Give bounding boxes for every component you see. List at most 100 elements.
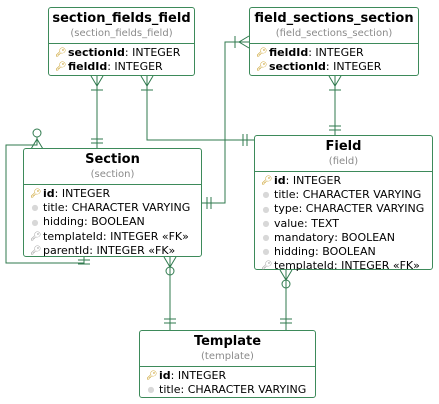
attr-name: hidding [274, 245, 316, 259]
attr-type: : INTEGER [285, 174, 342, 187]
attr-type: : INTEGER «FK» [102, 229, 189, 243]
attr-name: title [43, 201, 65, 215]
fss-crow-foot-2 [328, 75, 342, 91]
edge-section-self [5, 137, 85, 264]
dot-icon: ● [262, 190, 270, 200]
entity-header: Template (template) [140, 331, 315, 367]
attr-row: 🔑︎ fieldId : INTEGER [250, 46, 418, 60]
template-one-mark-2 [280, 318, 292, 324]
attr-row: ● title : CHARACTER VARYING [24, 201, 201, 215]
section-zero-circle [165, 266, 175, 276]
entity-section[interactable]: Section (section) 🔑︎ id : INTEGER ● titl… [23, 148, 202, 257]
attr-type: : TEXT [304, 216, 339, 230]
attr-name: fieldId [68, 60, 108, 74]
attr-type: : INTEGER [170, 369, 227, 382]
attr-type: : BOOLEAN [334, 230, 395, 244]
attr-type: : INTEGER [107, 60, 163, 74]
key-icon: 🔑︎ [30, 189, 42, 200]
attr-type: : INTEGER [325, 60, 382, 74]
entity-table-name: (template) [201, 351, 254, 362]
attr-type: : INTEGER [124, 46, 181, 59]
attr-name: templateId [43, 229, 103, 243]
attr-list: 🔑︎ id : INTEGER ● title : CHARACTER VARY… [140, 367, 315, 397]
entity-header: Field (field) [255, 136, 432, 172]
fk-key-icon: 🔑︎ [261, 261, 273, 272]
attr-name: fieldId [269, 46, 309, 59]
key-icon: 🔑︎ [256, 48, 268, 59]
dot-icon: ● [31, 217, 39, 227]
attr-name: id [274, 174, 286, 187]
attr-row: 🔑︎ id : INTEGER [140, 369, 315, 383]
dot-icon: ● [262, 232, 270, 242]
entity-table-name: (section_fields_field) [70, 28, 173, 39]
attr-name: templateId [274, 259, 334, 273]
entity-header: Section (section) [24, 149, 201, 185]
attr-name: hidding [43, 215, 85, 229]
entity-section-fields-field[interactable]: section_fields_field (section_fields_fie… [48, 7, 195, 76]
attr-name: parentId [43, 243, 90, 257]
attr-type: : CHARACTER VARYING [180, 383, 307, 397]
attr-type: : BOOLEAN [315, 245, 376, 259]
sff-crow-foot [90, 75, 104, 91]
attr-row: ● title : CHARACTER VARYING [255, 188, 432, 202]
sff-crow-foot-2 [140, 75, 154, 91]
attr-name: sectionId [269, 60, 326, 74]
dot-icon: ● [262, 247, 270, 257]
attr-row: ● hidding : BOOLEAN [24, 215, 201, 229]
dot-icon: ● [262, 204, 270, 214]
attr-row: 🔑︎ templateId : INTEGER «FK» [24, 230, 201, 244]
attr-row: ● mandatory : BOOLEAN [255, 231, 432, 245]
attr-name: title [274, 188, 296, 202]
self-one-mark [78, 259, 90, 265]
edge-fss-section [202, 41, 249, 204]
attr-name: mandatory [274, 230, 335, 244]
entity-name: field_sections_section [254, 11, 414, 26]
field-zero-circle [281, 279, 291, 289]
attr-row: 🔑︎ templateId : INTEGER «FK» [255, 259, 432, 273]
fk-key-icon: 🔑︎ [30, 231, 42, 242]
attr-row: ● hidding : BOOLEAN [255, 245, 432, 259]
fss-crow-foot [234, 35, 250, 49]
entity-table-name: (field_sections_section) [275, 28, 393, 39]
attr-name: sectionId [68, 46, 125, 59]
attr-list: 🔑︎ fieldId : INTEGER 🔑︎ sectionId : INTE… [250, 44, 418, 74]
self-crow-foot [30, 138, 44, 150]
entity-name: Template [193, 334, 262, 349]
entity-table-name: (section) [90, 169, 135, 180]
dot-icon: ● [147, 385, 155, 395]
field-one-mark-2 [329, 125, 341, 131]
attr-type: : CHARACTER VARYING [64, 201, 191, 215]
entity-field[interactable]: Field (field) 🔑︎ id : INTEGER ● title : … [254, 135, 433, 273]
key-icon: 🔑︎ [256, 62, 268, 73]
attr-row: ● type : CHARACTER VARYING [255, 202, 432, 216]
attr-type: : BOOLEAN [84, 215, 145, 229]
fk-key-icon: 🔑︎ [30, 245, 42, 256]
section-one-mark [91, 138, 103, 144]
attr-row: 🔑︎ id : INTEGER [24, 187, 201, 201]
self-zero-circle [32, 128, 42, 138]
key-icon: 🔑︎ [261, 176, 273, 187]
attr-row: 🔑︎ fieldId : INTEGER [49, 60, 194, 74]
entity-name: section_fields_field [52, 11, 191, 26]
entity-header: section_fields_field (section_fields_fie… [49, 8, 194, 44]
attr-type: : INTEGER [54, 187, 111, 200]
attr-type: : CHARACTER VARYING [298, 202, 425, 216]
attr-name: id [43, 187, 55, 200]
key-icon: 🔑︎ [55, 62, 67, 73]
attr-row: 🔑︎ id : INTEGER [255, 174, 432, 188]
field-one-mark [242, 134, 248, 146]
attr-type: : CHARACTER VARYING [295, 188, 422, 202]
attr-list: 🔑︎ id : INTEGER ● title : CHARACTER VARY… [255, 172, 432, 273]
attr-name: type [274, 202, 299, 216]
dot-icon: ● [31, 203, 39, 213]
entity-field-sections-section[interactable]: field_sections_section (field_sections_s… [249, 7, 419, 76]
attr-list: 🔑︎ id : INTEGER ● title : CHARACTER VARY… [24, 185, 201, 258]
key-icon: 🔑︎ [146, 371, 158, 382]
entity-template[interactable]: Template (template) 🔑︎ id : INTEGER ● ti… [139, 330, 316, 398]
key-icon: 🔑︎ [55, 48, 67, 59]
attr-row: 🔑︎ sectionId : INTEGER [250, 60, 418, 74]
attr-row: ● value : TEXT [255, 217, 432, 231]
entity-name: Section [85, 152, 140, 167]
attr-name: id [159, 369, 171, 382]
